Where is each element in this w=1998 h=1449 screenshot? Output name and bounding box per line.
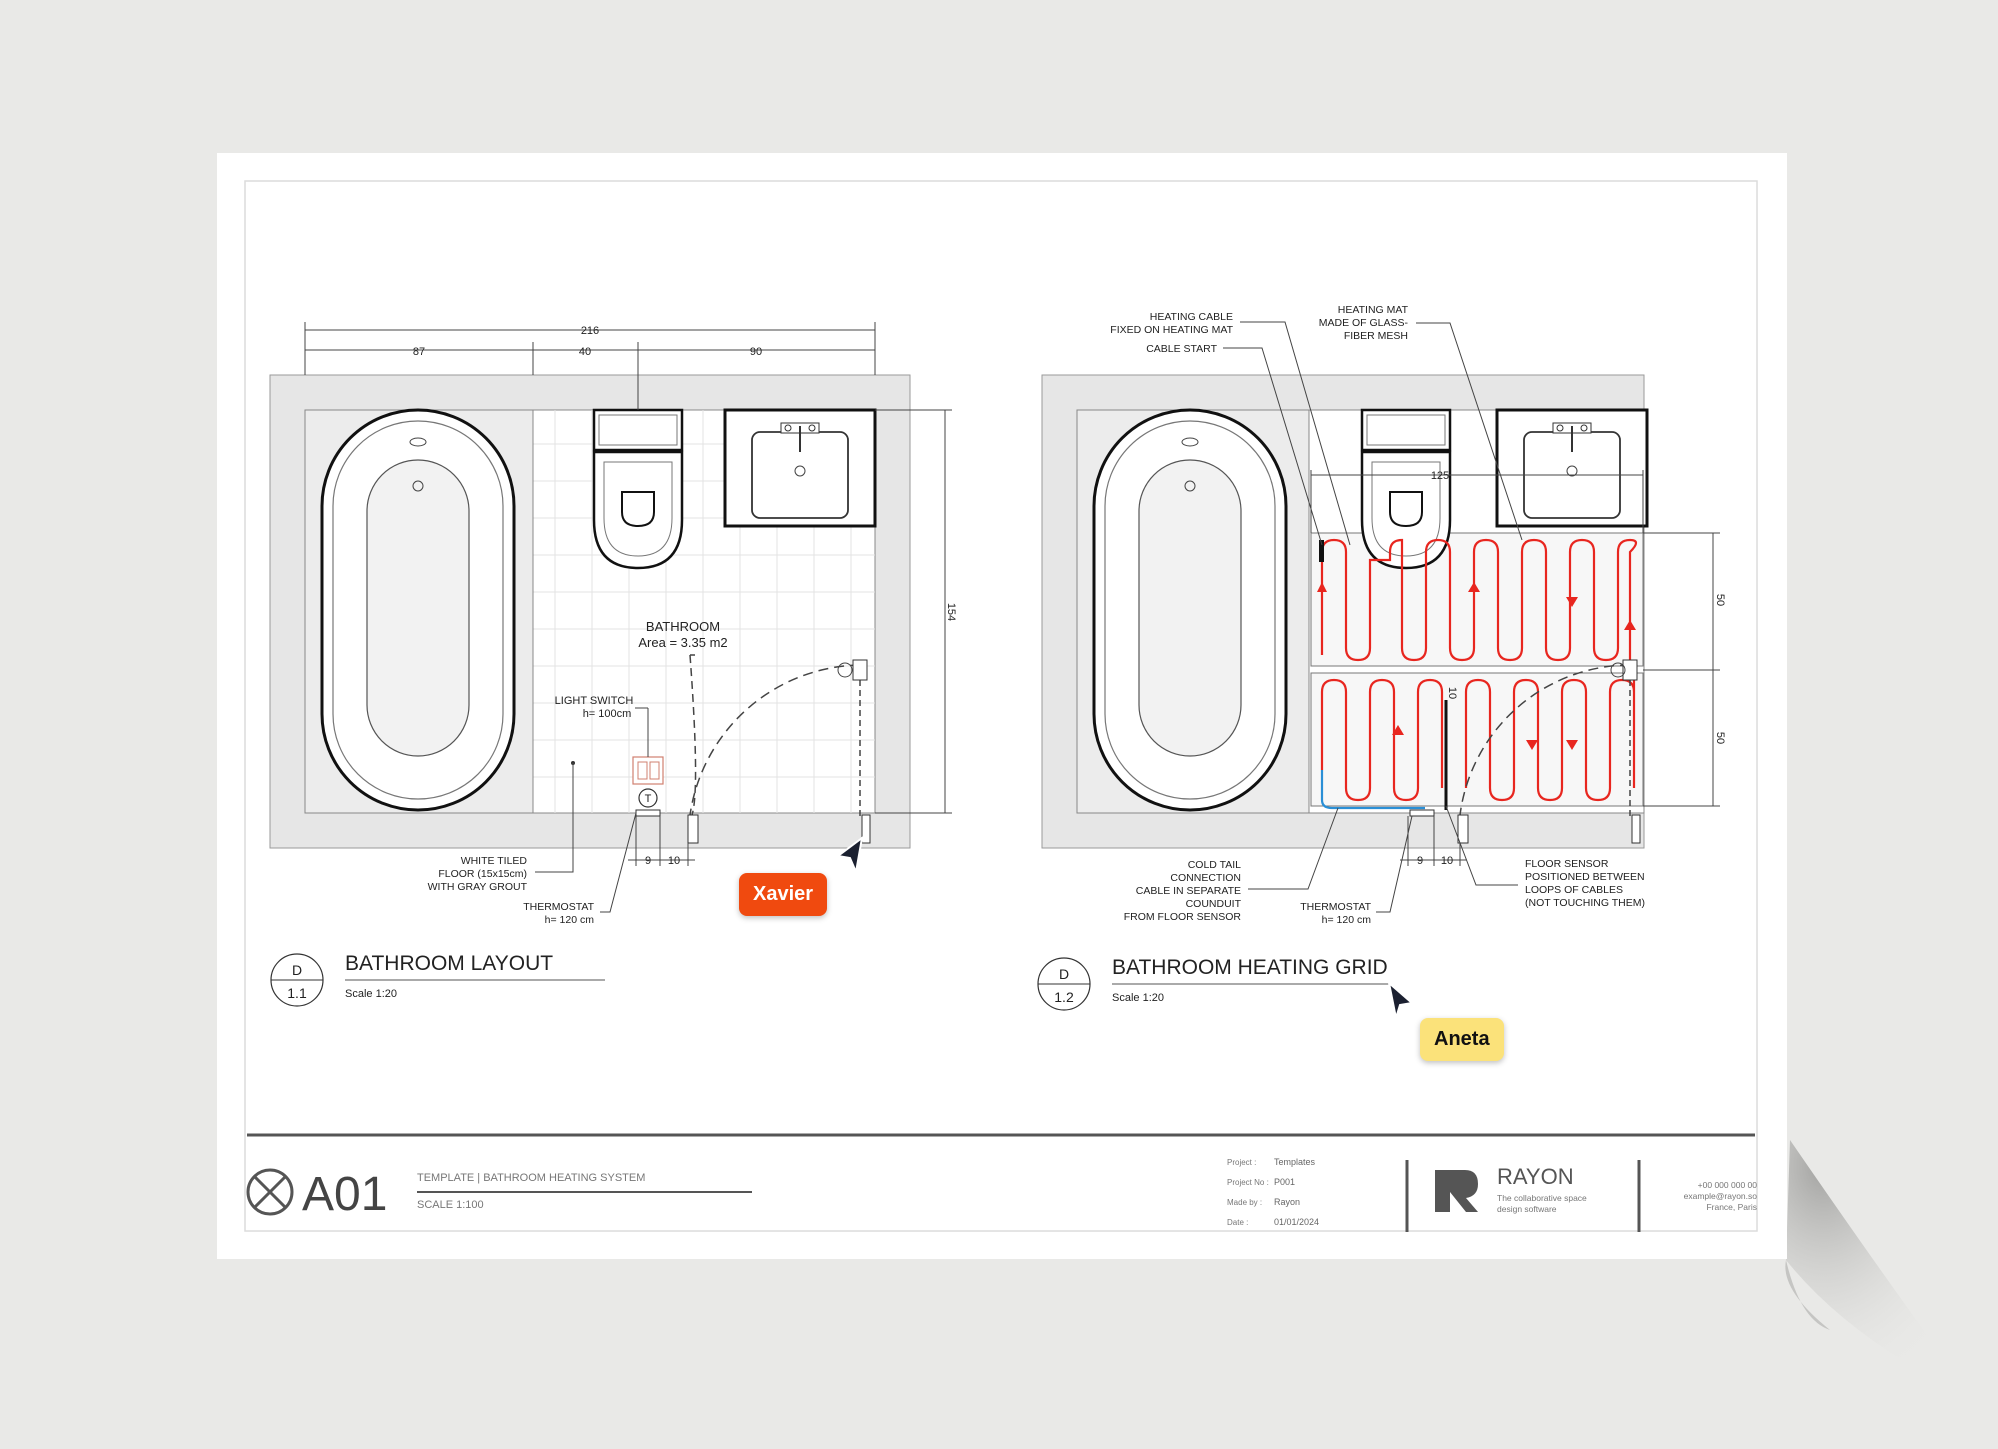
svg-text:+00 000 000 00: +00 000 000 00 <box>1698 1180 1758 1190</box>
heating-cable-upper <box>1320 538 1638 662</box>
svg-text:COLD TAIL: COLD TAIL <box>1188 859 1241 871</box>
svg-text:01/01/2024: 01/01/2024 <box>1274 1217 1319 1227</box>
svg-text:TEMPLATE | BATHROOM HEATING SY: TEMPLATE | BATHROOM HEATING SYSTEM <box>417 1172 645 1184</box>
svg-text:D: D <box>292 962 302 978</box>
svg-text:90: 90 <box>750 346 762 358</box>
bathroom-layout-plan: T 216 87 40 90 154 BATHROOM Area = 3.35 … <box>269 322 957 926</box>
svg-text:RAYON: RAYON <box>1497 1164 1574 1189</box>
thermostat-symbol <box>638 788 658 808</box>
svg-text:FIBER MESH: FIBER MESH <box>1344 330 1408 342</box>
svg-text:HEATING CABLE: HEATING CABLE <box>1150 311 1233 323</box>
heating-mat-lower <box>1310 672 1644 807</box>
layout-title-block: D 1.1 BATHROOM LAYOUT Scale 1:20 <box>270 952 605 1007</box>
svg-text:h= 120 cm: h= 120 cm <box>1322 914 1372 926</box>
sheet-border <box>244 180 1758 1232</box>
heating-title-block: D 1.2 BATHROOM HEATING GRID Scale 1:20 <box>1037 956 1390 1011</box>
svg-text:1.2: 1.2 <box>1054 989 1074 1005</box>
cold-tail <box>1320 770 1425 810</box>
svg-text:SCALE 1:100: SCALE 1:100 <box>417 1199 484 1211</box>
svg-text:Rayon: Rayon <box>1274 1197 1300 1207</box>
svg-text:9: 9 <box>645 855 651 867</box>
svg-text:CONNECTION: CONNECTION <box>1170 872 1241 884</box>
svg-text:Templates: Templates <box>1274 1157 1316 1167</box>
svg-text:FIXED ON HEATING MAT: FIXED ON HEATING MAT <box>1110 324 1233 336</box>
collaborator-label-aneta: Aneta <box>1420 1018 1504 1061</box>
svg-text:(NOT TOUCHING THEM): (NOT TOUCHING THEM) <box>1525 897 1645 909</box>
svg-text:BATHROOM: BATHROOM <box>646 619 720 634</box>
svg-text:10: 10 <box>1446 687 1458 699</box>
svg-text:THERMOSTAT: THERMOSTAT <box>1300 901 1371 913</box>
svg-text:CABLE IN SEPARATE: CABLE IN SEPARATE <box>1136 885 1241 897</box>
svg-text:COUNDUIT: COUNDUIT <box>1186 898 1242 910</box>
svg-text:P001: P001 <box>1274 1177 1295 1187</box>
svg-text:Made by :: Made by : <box>1227 1198 1262 1207</box>
svg-text:1.1: 1.1 <box>287 985 307 1001</box>
svg-text:h= 120 cm: h= 120 cm <box>545 914 595 926</box>
svg-text:Area = 3.35 m2: Area = 3.35 m2 <box>638 635 727 650</box>
svg-text:France, Paris: France, Paris <box>1706 1202 1757 1212</box>
cursor-arrow-icon <box>1387 980 1415 1019</box>
svg-text:40: 40 <box>579 346 591 358</box>
heating-cable-lower <box>1320 660 1636 802</box>
svg-text:10: 10 <box>668 855 680 867</box>
svg-text:The collaborative space: The collaborative space <box>1497 1193 1587 1203</box>
svg-text:Scale 1:20: Scale 1:20 <box>1112 992 1164 1004</box>
svg-text:87: 87 <box>413 346 425 358</box>
cursor-arrow-icon <box>835 835 864 876</box>
heating-grid-plan: 125 50 50 10 9 10 HEATING CABLE FIXED ON… <box>1041 304 1726 926</box>
svg-text:D: D <box>1059 966 1069 982</box>
svg-text:125: 125 <box>1431 470 1449 482</box>
svg-text:Scale 1:20: Scale 1:20 <box>345 988 397 1000</box>
layout-title: BATHROOM LAYOUT <box>345 952 553 975</box>
rayon-logo-icon <box>1435 1170 1478 1212</box>
svg-text:POSITIONED BETWEEN: POSITIONED BETWEEN <box>1525 871 1645 883</box>
svg-text:LOOPS OF CABLES: LOOPS OF CABLES <box>1525 884 1623 896</box>
svg-text:FLOOR (15x15cm): FLOOR (15x15cm) <box>438 868 527 880</box>
svg-text:Project No :: Project No : <box>1227 1178 1269 1187</box>
heating-title: BATHROOM HEATING GRID <box>1112 956 1388 979</box>
svg-text:FLOOR SENSOR: FLOOR SENSOR <box>1525 858 1609 870</box>
svg-text:50: 50 <box>1714 732 1726 744</box>
svg-text:10: 10 <box>1441 855 1453 867</box>
svg-text:design software: design software <box>1497 1204 1557 1214</box>
svg-text:FROM FLOOR SENSOR: FROM FLOOR SENSOR <box>1124 911 1242 923</box>
svg-text:HEATING MAT: HEATING MAT <box>1338 304 1409 316</box>
toilet <box>592 408 684 452</box>
svg-text:h= 100cm: h= 100cm <box>583 708 632 720</box>
svg-text:Project :: Project : <box>1227 1158 1256 1167</box>
svg-text:216: 216 <box>581 325 599 337</box>
collaborator-label-xavier: Xavier <box>739 873 828 916</box>
svg-text:CABLE START: CABLE START <box>1146 343 1217 355</box>
svg-text:example@rayon.so: example@rayon.so <box>1684 1191 1758 1201</box>
svg-text:9: 9 <box>1417 855 1423 867</box>
svg-text:LIGHT SWITCH: LIGHT SWITCH <box>555 695 634 707</box>
svg-text:Date :: Date : <box>1227 1218 1248 1227</box>
svg-text:154: 154 <box>945 603 957 621</box>
svg-text:50: 50 <box>1714 594 1726 606</box>
sheet-footer: A01 TEMPLATE | BATHROOM HEATING SYSTEM S… <box>246 1133 1758 1232</box>
svg-text:MADE OF GLASS-: MADE OF GLASS- <box>1319 317 1409 329</box>
svg-text:WITH GRAY GROUT: WITH GRAY GROUT <box>428 881 528 893</box>
svg-text:T: T <box>645 793 652 805</box>
sheet-number: A01 <box>302 1168 387 1221</box>
svg-text:WHITE TILED: WHITE TILED <box>461 855 528 867</box>
heating-mat-upper <box>1310 532 1644 667</box>
north-arrow-icon <box>246 1168 294 1216</box>
svg-text:THERMOSTAT: THERMOSTAT <box>523 901 594 913</box>
